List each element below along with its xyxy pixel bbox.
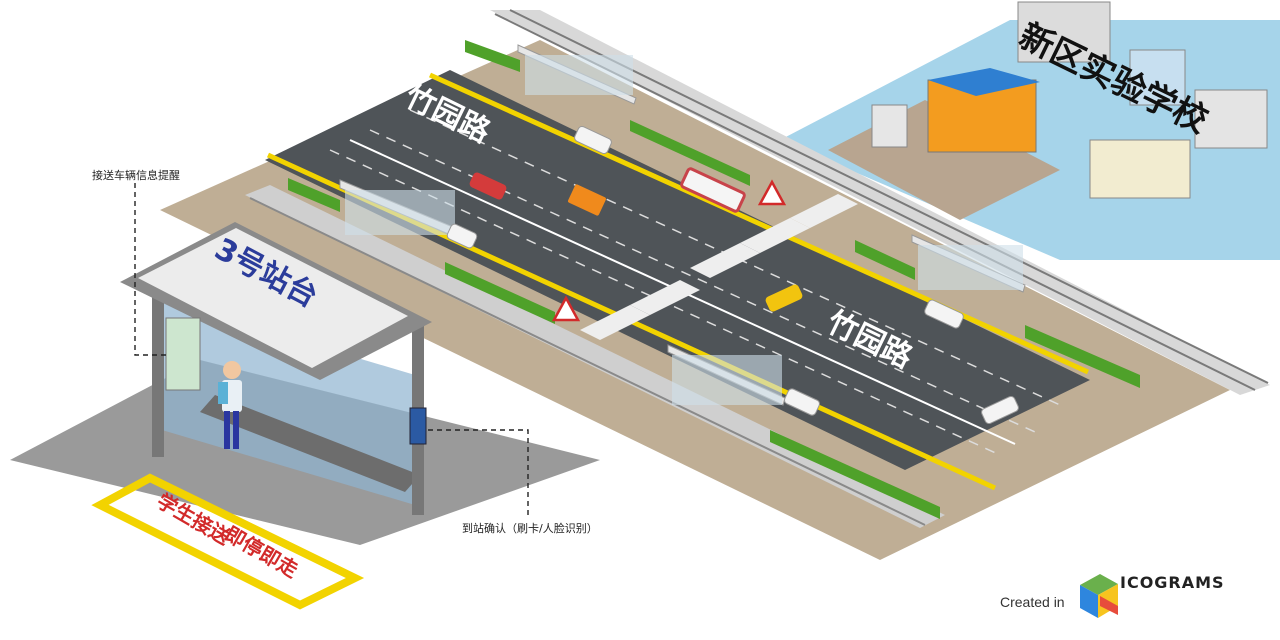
- school-warning-sign-upper: [757, 179, 787, 206]
- hedge-5: [288, 178, 340, 212]
- lane-mark-3: [409, 109, 1061, 406]
- callout-leader-info: [134, 183, 166, 356]
- station-post-left: [152, 295, 164, 457]
- callout-leader-arrival: [428, 429, 529, 516]
- bus-shelter-right: [911, 234, 1026, 293]
- bus-shelter-bottom: [667, 344, 786, 406]
- crosswalk-lower: [580, 280, 700, 340]
- bus-red-white: [680, 167, 746, 213]
- hedge-4: [1025, 325, 1140, 388]
- truck-orange: [568, 184, 606, 216]
- taxi-yellow: [765, 284, 803, 312]
- station-roof-panel: [138, 228, 408, 368]
- icograms-logo-icon: [1080, 574, 1118, 618]
- car-red: [469, 172, 507, 200]
- station-bench: [200, 395, 420, 492]
- lane-mark-2: [369, 129, 1036, 433]
- icograms-brand-label: ICOGRAMS: [1120, 573, 1225, 592]
- lower-sidewalk: [245, 185, 945, 528]
- car-white-right: [924, 299, 964, 329]
- hedge-6: [445, 262, 555, 324]
- crosswalk-upper: [690, 194, 858, 278]
- hedge-3: [855, 240, 915, 280]
- rail-line-lower: [249, 197, 926, 526]
- bus-shelter-left: [339, 179, 461, 239]
- rail-track-upper: [490, 10, 1270, 395]
- school-tower-building: [1017, 1, 1111, 63]
- created-in-label: Created in: [1000, 594, 1065, 610]
- arrival-confirm-label: 到站确认（刷卡/人脸识别）: [462, 522, 598, 535]
- school-main-roof: [928, 68, 1040, 96]
- card-reader-device: [409, 407, 427, 445]
- school-glass-building: [1129, 49, 1186, 106]
- bus-shelter-top: [517, 44, 637, 105]
- school-front-building: [1089, 139, 1191, 199]
- car-white-top: [574, 125, 612, 155]
- car-white-left: [446, 223, 478, 249]
- school-small-building: [871, 104, 908, 148]
- student-figure: [218, 361, 242, 449]
- car-white-bottom: [784, 388, 820, 416]
- vehicle-info-screen: [165, 317, 201, 391]
- school-warning-sign-lower: [551, 295, 581, 322]
- pickup-zone-border: [91, 473, 365, 610]
- car-white-far: [981, 395, 1019, 425]
- curb-line-upper: [428, 72, 1090, 375]
- main-road: [265, 70, 1090, 470]
- hedge-7: [770, 430, 940, 519]
- rail-line-upper-2: [509, 9, 1269, 384]
- hedge-2: [630, 120, 750, 186]
- info-reminder-label: 接送车辆信息提醒: [92, 169, 180, 182]
- hedge-1: [465, 40, 520, 72]
- school-right-building: [1194, 89, 1268, 149]
